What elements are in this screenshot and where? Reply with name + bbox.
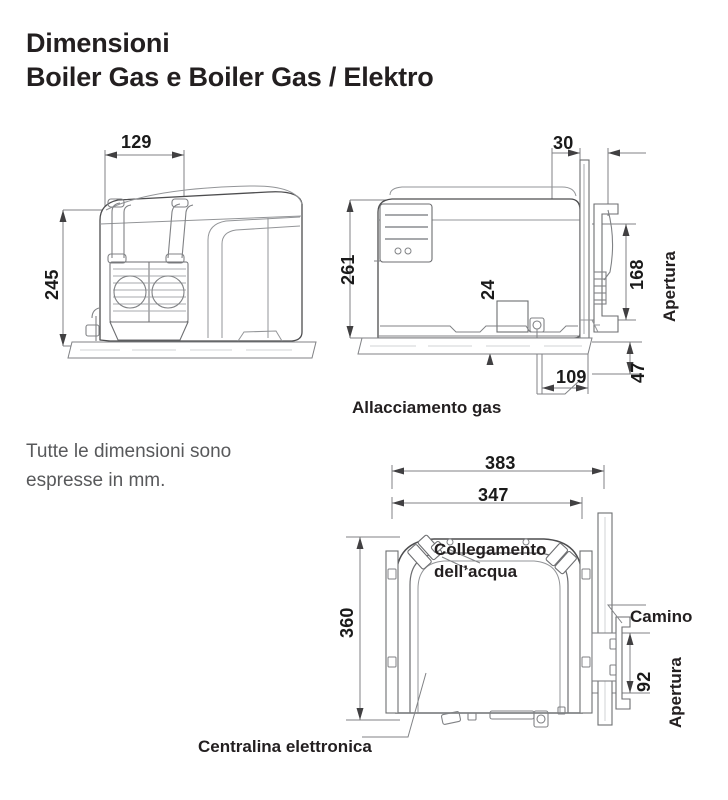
dimension-side-base-height: 47 [628,362,648,383]
label-allacciamento-gas: Allacciamento gas [352,398,502,417]
dimension-plan-opening-width: 92 [634,671,654,692]
dimension-side-height: 261 [338,254,358,285]
dimension-side-opening-height: 168 [627,259,647,290]
label-apertura-plan: Apertura [666,657,685,728]
title-line-1: Dimensioni [26,28,170,58]
label-centralina-elettronica: Centralina elettronica [198,737,372,756]
units-note-line-2: espresse in mm. [26,470,166,491]
drawing-side-view [330,120,728,400]
drawing-front-view [0,120,340,380]
dimension-plan-body-width: 347 [478,485,509,505]
dimension-front-width: 129 [121,132,152,152]
label-collegamento-acqua-line1: Collegamento [434,540,547,559]
page-title: Dimensioni Boiler Gas e Boiler Gas / Ele… [26,26,666,94]
label-collegamento-acqua-line2: dell’acqua [434,562,518,581]
dimension-front-height: 245 [42,269,62,300]
units-note: Tutte le dimensioni sono espresse in mm. [26,437,326,495]
dimension-side-gas-offset: 109 [556,367,587,387]
title-line-2: Boiler Gas e Boiler Gas / Elektro [26,62,434,92]
dimension-side-flange-offset: 30 [553,133,574,153]
units-note-line-1: Tutte le dimensioni sono [26,441,232,462]
dimension-plan-total-width: 383 [485,453,516,473]
drawing-plan-view [330,445,728,765]
dimension-plan-depth: 360 [337,607,357,638]
label-apertura-side: Apertura [660,251,679,322]
label-camino: Camino [630,607,693,626]
dimension-side-gas-height: 24 [478,279,498,300]
